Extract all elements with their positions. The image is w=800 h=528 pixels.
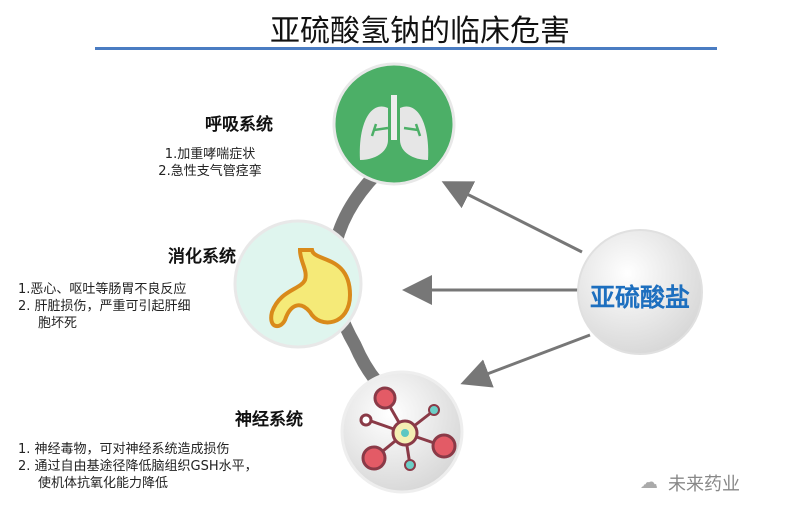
arrow-to-respiratory <box>441 181 583 254</box>
list-item: 胞坏死 <box>38 316 78 331</box>
list-item: 2. 肝脏损伤，严重可引起肝细 <box>18 299 191 314</box>
wechat-icon: ☁ <box>640 472 658 493</box>
list-item: 1.加重哮喘症状 <box>164 147 256 162</box>
list-item: 2.急性支气管痉挛 <box>158 164 262 179</box>
list-item: 1.恶心、呕吐等肠胃不良反应 <box>18 282 187 297</box>
stomach-icon <box>233 219 363 349</box>
respiratory-heading: 呼吸系统 <box>205 115 273 135</box>
respiratory-list: 1.加重哮喘症状 2.急性支气管痉挛 <box>130 146 290 180</box>
digestive-list: 1.恶心、呕吐等肠胃不良反应 2. 肝脏损伤，严重可引起肝细 胞坏死 <box>18 281 191 332</box>
digestive-heading: 消化系统 <box>168 247 236 267</box>
lungs-icon <box>332 62 456 186</box>
nervous-heading: 神经系统 <box>235 410 303 430</box>
source-label: 亚硫酸盐 <box>589 283 690 312</box>
source-circle <box>577 229 703 355</box>
nervous-list: 1. 神经毒物，可对神经系统造成损伤 2. 通过自由基途径降低脑组织GSH水平，… <box>18 441 258 492</box>
watermark: 未来药业 <box>668 474 740 495</box>
list-item: 2. 通过自由基途径降低脑组织GSH水平， <box>18 459 258 474</box>
arrow-to-nervous <box>460 333 591 388</box>
page-title: 亚硫酸氢钠的临床危害 <box>270 14 570 49</box>
list-item: 1. 神经毒物，可对神经系统造成损伤 <box>18 442 230 457</box>
title-underline <box>95 47 717 50</box>
list-item: 使机体抗氧化能力降低 <box>38 476 169 491</box>
neuron-icon <box>340 370 464 494</box>
